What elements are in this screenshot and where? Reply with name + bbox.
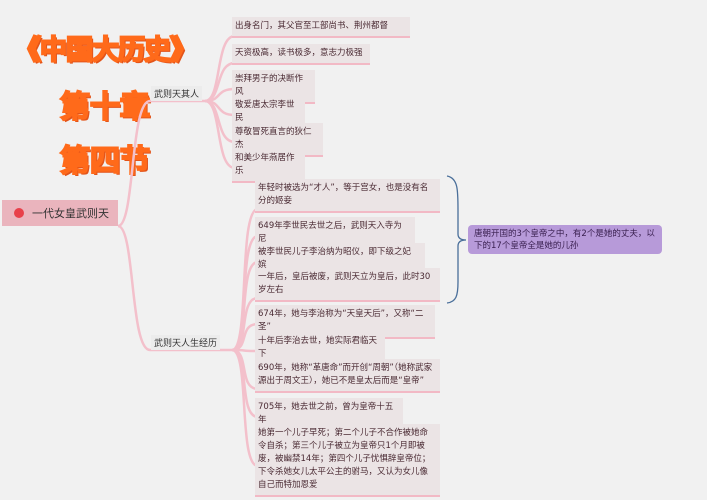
leaf-node[interactable]: 天资极高，读书极多，意志力极强 bbox=[232, 44, 370, 65]
root-label: 一代女皇武则天 bbox=[32, 207, 109, 220]
chapter-title: 第十章 bbox=[59, 89, 151, 126]
leaf-node[interactable]: 年轻时被选为“才人”，等于宫女，也是没有名分的姬妾 bbox=[255, 179, 440, 213]
book-title: 《中国大历史》 bbox=[13, 34, 198, 67]
brace-icon bbox=[446, 175, 467, 304]
leaf-node[interactable]: 她第一个儿子早死；第二个儿子不合作被她命令自杀；第三个儿子被立为皇帝只1个月即被… bbox=[255, 424, 440, 497]
summary-note[interactable]: 唐朝开国的3个皇帝之中，有2个是她的丈夫，以下的17个皇帝全是她的儿孙 bbox=[468, 225, 662, 254]
branch-node-life[interactable]: 武则天人生经历 bbox=[151, 335, 221, 350]
leaf-node[interactable]: 和美少年燕居作乐 bbox=[232, 149, 305, 183]
leaf-node[interactable]: 一年后，皇后被废，武则天立为皇后，此时30岁左右 bbox=[255, 268, 440, 302]
root-node[interactable]: 一代女皇武则天 bbox=[2, 200, 118, 226]
connector-root-branch1 bbox=[117, 99, 205, 228]
leaf-node[interactable]: 690年，她称“革唐命”而开创“周朝”（她称武家源出于周文王），她已不是皇太后而… bbox=[255, 359, 440, 393]
connector-root-branch2 bbox=[117, 224, 232, 352]
root-dot-icon bbox=[14, 208, 24, 218]
leaf-node[interactable]: 出身名门，其父官至工部尚书、荆州都督 bbox=[232, 17, 410, 38]
branch-node-person[interactable]: 武则天其人 bbox=[151, 86, 203, 101]
